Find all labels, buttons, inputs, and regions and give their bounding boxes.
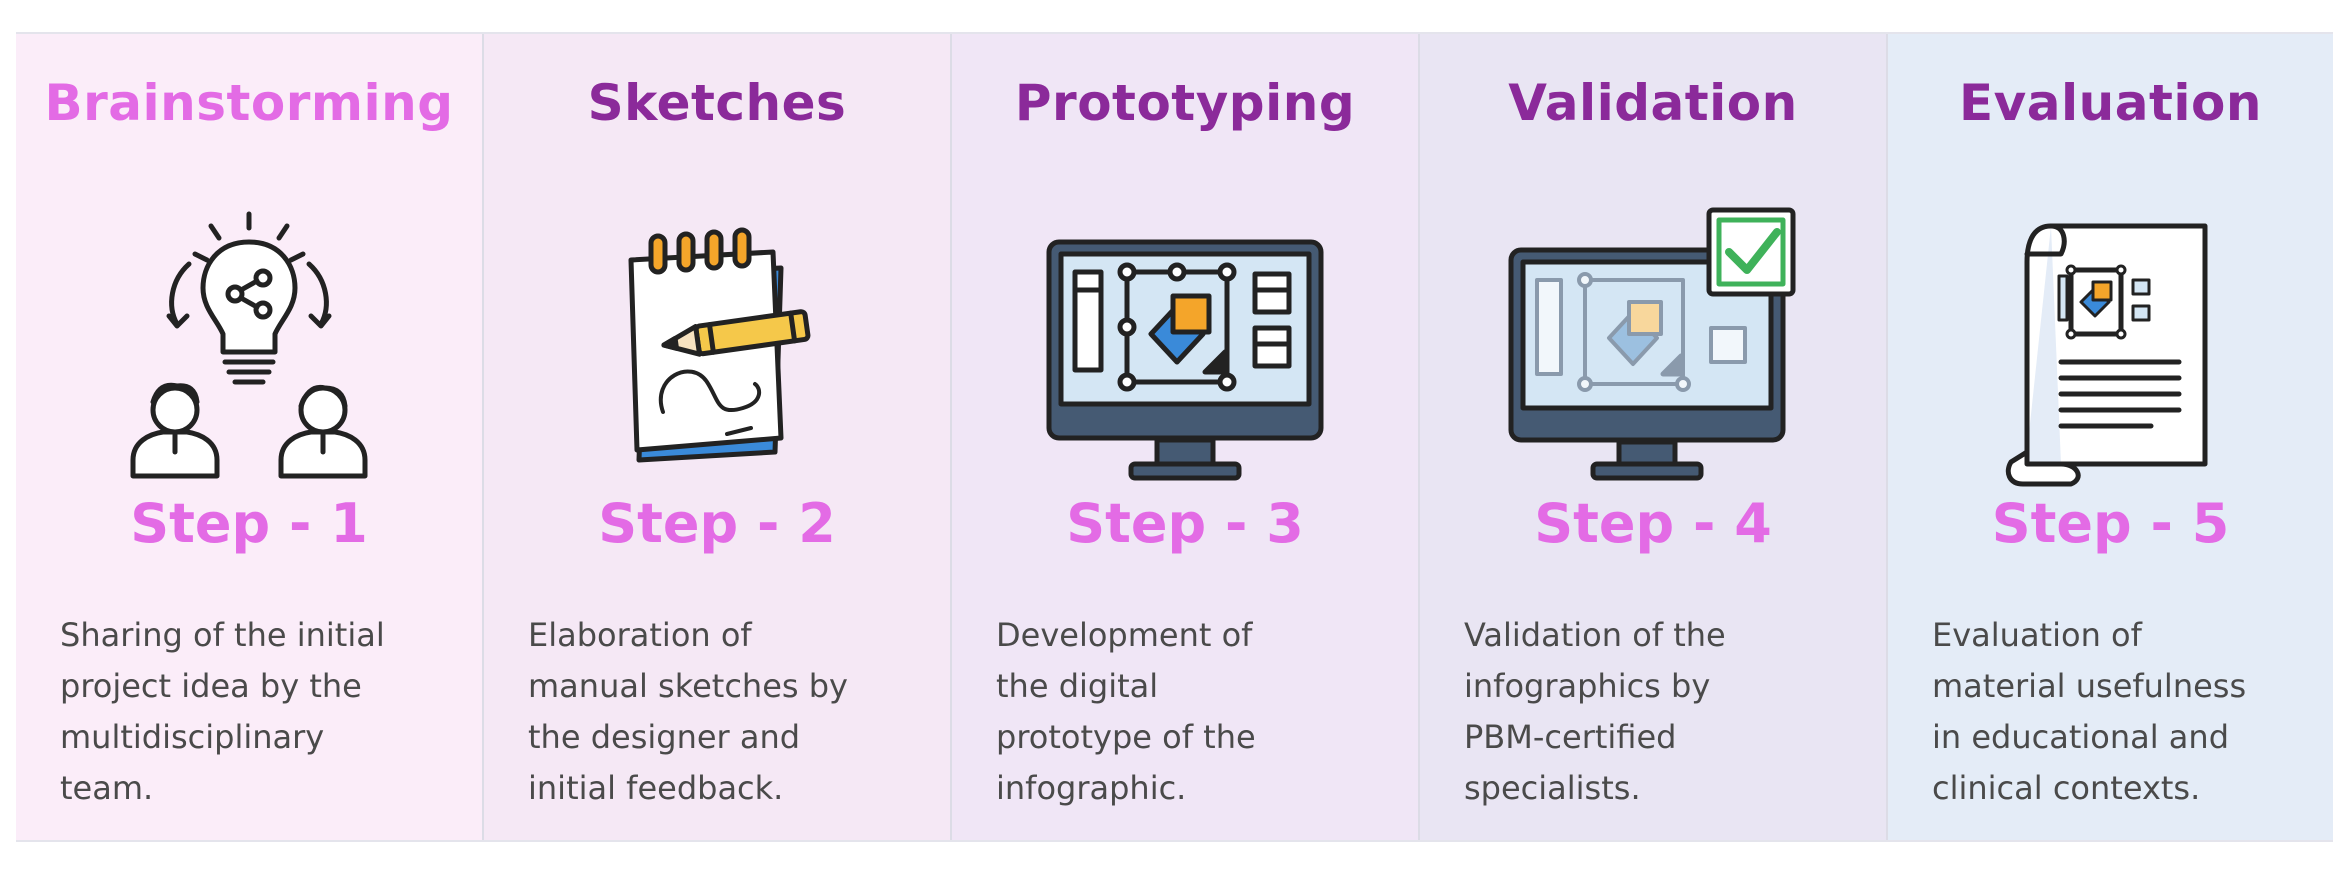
- step-validation: Validation: [1420, 34, 1888, 840]
- step-evaluation: Evaluation: [1888, 34, 2333, 840]
- step-title: Prototyping: [1014, 74, 1356, 132]
- step-title: Validation: [1508, 74, 1798, 132]
- step-label: Step - 5: [1991, 492, 2230, 555]
- step-description: Development of the digital prototype of …: [996, 616, 1256, 807]
- step-label: Step - 2: [598, 492, 836, 555]
- step-description: Sharing of the initial project idea by t…: [60, 616, 385, 807]
- document-scroll-icon: [1961, 202, 2261, 492]
- step-prototyping: Prototyping: [952, 34, 1420, 840]
- step-description: Evaluation of material usefulness in edu…: [1932, 616, 2247, 807]
- monitor-prototype-icon: [1035, 202, 1335, 492]
- step-sketches: Sketches: [484, 34, 952, 840]
- step-label: Step - 4: [1534, 492, 1772, 555]
- step-title: Sketches: [587, 74, 847, 132]
- step-description: Validation of the infographics by PBM-ce…: [1464, 616, 1726, 807]
- process-steps: Brainstorming: [16, 32, 2333, 842]
- step-label: Step - 1: [130, 492, 368, 555]
- step-title: Brainstorming: [44, 74, 454, 132]
- step-brainstorming: Brainstorming: [16, 34, 484, 840]
- brainstorm-lightbulb-people-icon: [99, 202, 399, 492]
- monitor-checkmark-icon: [1503, 202, 1803, 492]
- step-description: Elaboration of manual sketches by the de…: [528, 616, 848, 807]
- step-label: Step - 3: [1066, 492, 1304, 555]
- step-title: Evaluation: [1959, 74, 2262, 132]
- sketchpad-pencil-icon: [567, 202, 867, 492]
